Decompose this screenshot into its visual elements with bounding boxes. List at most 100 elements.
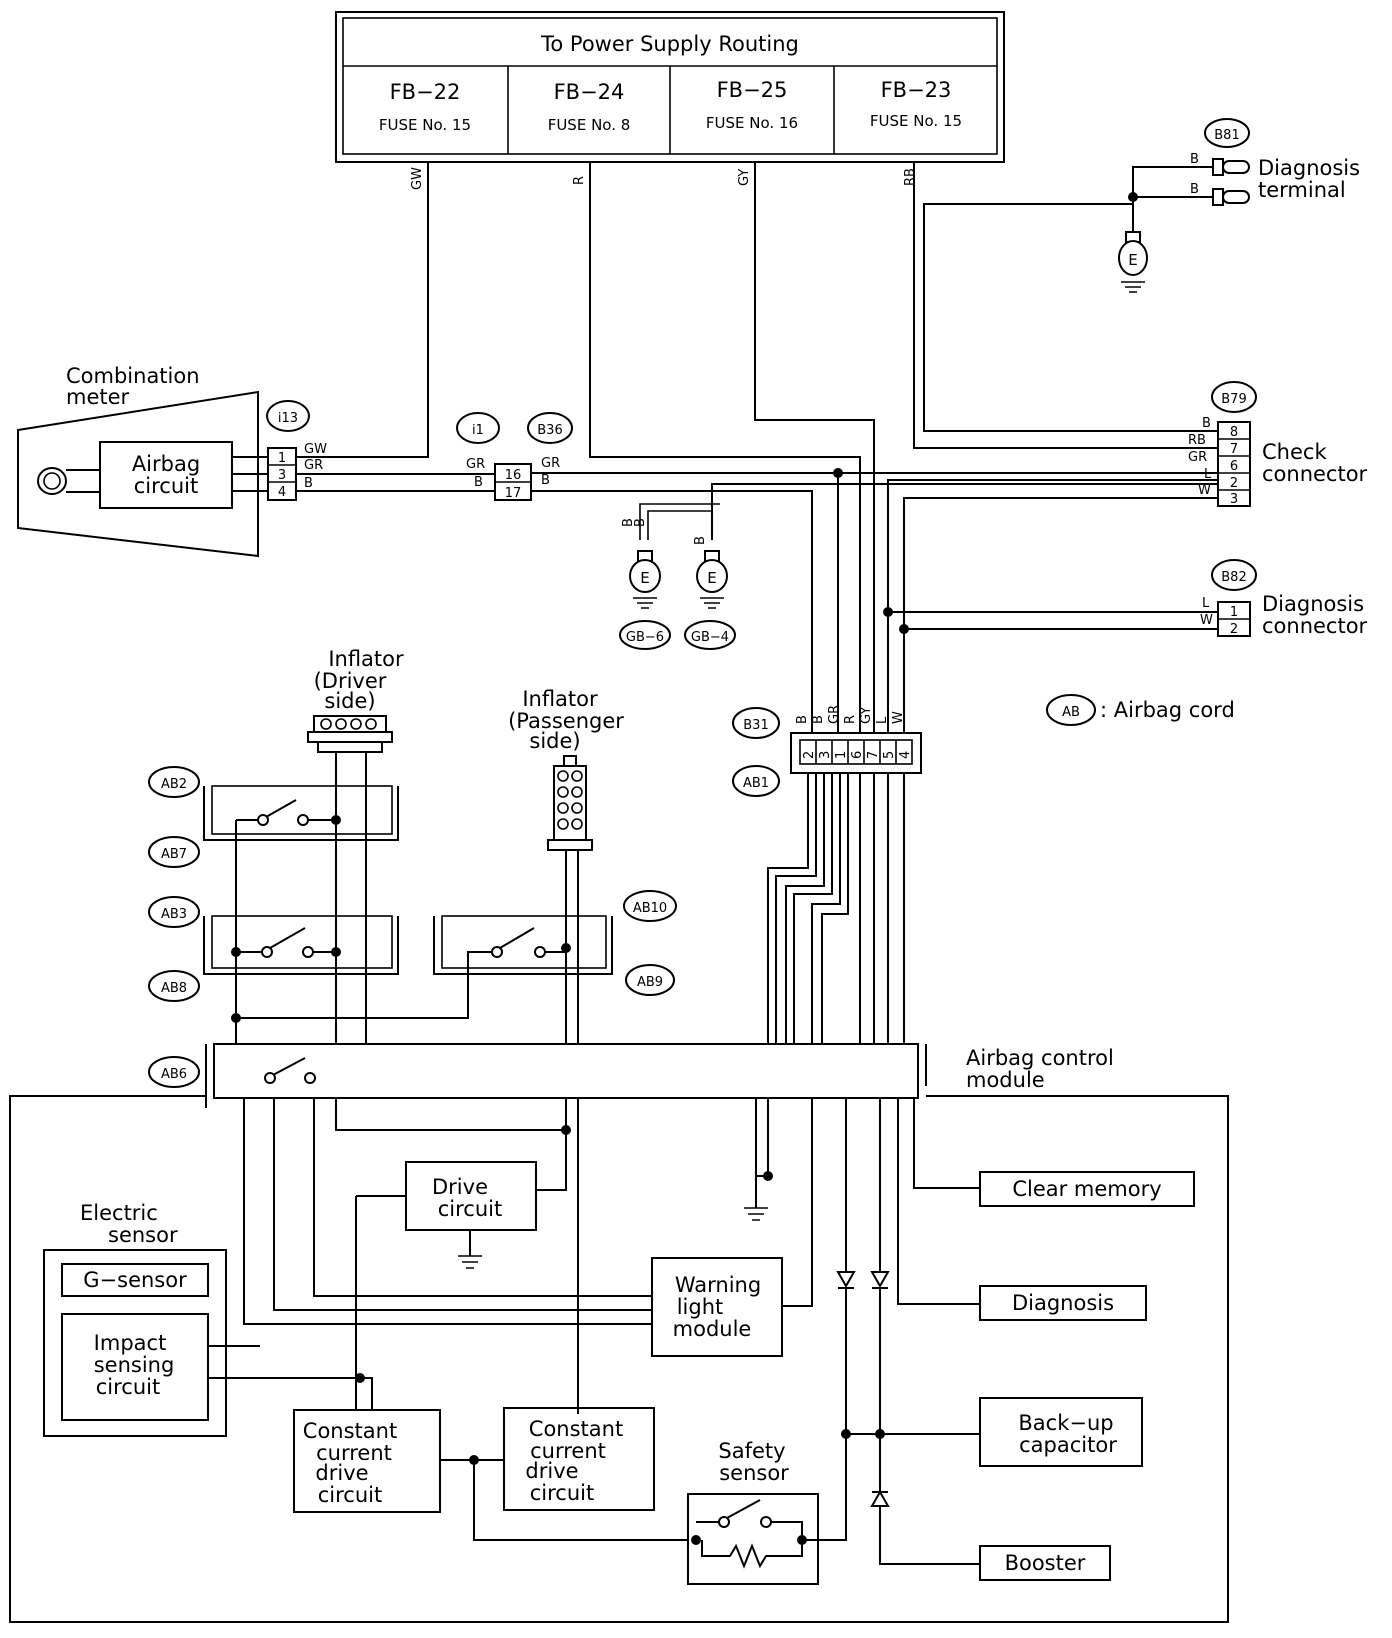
constant-current-drive-circuit-2: Constant current drive circuit <box>503 1407 655 1511</box>
svg-text:1: 1 <box>1230 605 1238 620</box>
connector-gb6: GB−6 <box>626 630 664 645</box>
warning-light-module: Warning light module <box>651 1257 783 1357</box>
connector-b31-pins: 2 3 1 6 7 5 4 <box>790 732 922 774</box>
connector-b31: B31 <box>743 718 768 733</box>
power-supply-box: To Power Supply Routing FB−22 FUSE No. 1… <box>335 11 1005 163</box>
airbag-control-module-connector <box>205 1043 927 1108</box>
wire-label-b: B <box>811 715 826 724</box>
connector-ab3: AB3 <box>161 907 187 922</box>
connector-gb4: GB−4 <box>691 630 729 645</box>
electric-sensor-label: Electric <box>80 1201 158 1225</box>
backup-capacitor-label: Back−up <box>1018 1411 1113 1435</box>
connector-ab7: AB7 <box>161 847 187 862</box>
connector-b82: B82 <box>1221 570 1246 585</box>
svg-text:E: E <box>707 569 716 587</box>
wire-label-l: L <box>1202 596 1210 611</box>
connector-b36-pins: 16 17 <box>494 463 532 501</box>
combination-meter-label: Combination <box>66 364 200 388</box>
shorting-switch-ab2 <box>203 785 399 841</box>
fuse-block-fb24: FB−24 <box>554 80 625 104</box>
connector-ab: AB <box>1062 705 1080 720</box>
diagnosis-terminal-label: Diagnosis <box>1258 156 1360 180</box>
svg-text:current: current <box>530 1439 606 1463</box>
constant-current-drive-circuit-1: Constant current drive circuit <box>293 1409 441 1513</box>
wire-label-w: W <box>1198 483 1211 498</box>
svg-text:4: 4 <box>898 751 913 759</box>
diagnosis-terminal: B81 B B Diagnosis terminal E <box>1118 118 1360 293</box>
wire-label-gw: GW <box>410 167 425 190</box>
module-outline <box>9 1095 1229 1623</box>
svg-text:drive: drive <box>525 1459 578 1483</box>
wire-label-b: B <box>1202 416 1211 431</box>
wire-label-gr: GR <box>466 457 485 472</box>
ground-e-gb4: E <box>696 550 728 609</box>
clear-memory-block <box>979 1171 1195 1207</box>
wire-label-b: B <box>304 476 313 491</box>
wire-label-l: L <box>1204 467 1212 482</box>
svg-text:circuit: circuit <box>438 1197 502 1221</box>
wire-label-w: W <box>1200 613 1213 628</box>
shorting-switch-ab3 <box>203 915 399 975</box>
connector-b81: B81 <box>1214 128 1239 143</box>
wire-label-b: B <box>633 518 648 527</box>
connector-ab10: AB10 <box>633 901 667 916</box>
svg-text:light: light <box>677 1295 724 1319</box>
wire-label-gw: GW <box>304 442 327 457</box>
wire-label-r: R <box>843 715 858 724</box>
diagnosis-connector-pins: 1 2 <box>1217 601 1251 637</box>
svg-text:5: 5 <box>882 751 897 759</box>
connector-b36: B36 <box>537 423 562 438</box>
connector-ab9: AB9 <box>637 975 663 990</box>
wire-label-b: B <box>621 518 636 527</box>
wire-label-gr: GR <box>304 458 323 473</box>
wire-label-w: W <box>891 711 906 724</box>
diagnosis-label: Diagnosis <box>1012 1291 1114 1315</box>
svg-text:Constant: Constant <box>303 1419 397 1443</box>
backup-capacitor-block <box>979 1397 1143 1467</box>
diagnosis-connector-label-2: connector <box>1262 614 1368 638</box>
svg-text:Warning: Warning <box>675 1273 761 1297</box>
airbag-circuit-label-2: circuit <box>134 474 198 498</box>
svg-text:module: module <box>673 1317 752 1341</box>
ground-e: E <box>1128 251 1137 269</box>
wire-label-l: L <box>875 716 890 724</box>
svg-text:6: 6 <box>850 751 865 759</box>
svg-text:17: 17 <box>505 486 522 501</box>
svg-text:1: 1 <box>834 751 849 759</box>
electric-sensor-label-2: sensor <box>108 1223 178 1247</box>
wire-label-b: B <box>693 536 708 545</box>
booster-label: Booster <box>1005 1551 1086 1575</box>
inflator-passenger-icon <box>547 755 593 851</box>
svg-text:6: 6 <box>1230 459 1238 474</box>
wire-label-rb: RB <box>903 168 918 186</box>
check-connector-label: Check <box>1262 440 1327 464</box>
shorting-switch-ab10 <box>433 915 613 975</box>
connector-ab1: AB1 <box>743 776 769 791</box>
wire-label-b: B <box>795 715 810 724</box>
wire-label-b: B <box>474 475 483 490</box>
fuse-block-fb23: FB−23 <box>881 78 952 102</box>
svg-text:Drive: Drive <box>432 1175 488 1199</box>
impact-sensing-label: Impact <box>94 1331 167 1355</box>
inflator-driver-icon <box>307 715 393 753</box>
svg-text:E: E <box>640 569 649 587</box>
fuse-number: FUSE No. 16 <box>706 114 798 132</box>
connector-ab8: AB8 <box>161 981 187 996</box>
svg-text:Constant: Constant <box>529 1417 623 1441</box>
wire-label-gy: GY <box>859 707 874 724</box>
safety-sensor-label-2: sensor <box>719 1461 789 1485</box>
svg-text:circuit: circuit <box>318 1483 382 1507</box>
drive-circuit: Drive circuit <box>405 1161 537 1269</box>
svg-text:7: 7 <box>866 751 881 759</box>
inflator-driver-label-3: side) <box>324 689 375 713</box>
airbag-control-module-label: Airbag control <box>966 1046 1114 1070</box>
connector-ab6: AB6 <box>161 1067 187 1082</box>
svg-text:3: 3 <box>278 468 286 483</box>
svg-text:3: 3 <box>818 751 833 759</box>
wire-label-gr: GR <box>1188 450 1207 465</box>
airbag-control-module-label-2: module <box>966 1068 1045 1092</box>
wire-label-rb: RB <box>1188 433 1206 448</box>
connector-i13-pins: 1 3 4 <box>267 447 297 501</box>
fuse-block-fb25: FB−25 <box>717 78 788 102</box>
wire-label-gy: GY <box>737 169 752 186</box>
